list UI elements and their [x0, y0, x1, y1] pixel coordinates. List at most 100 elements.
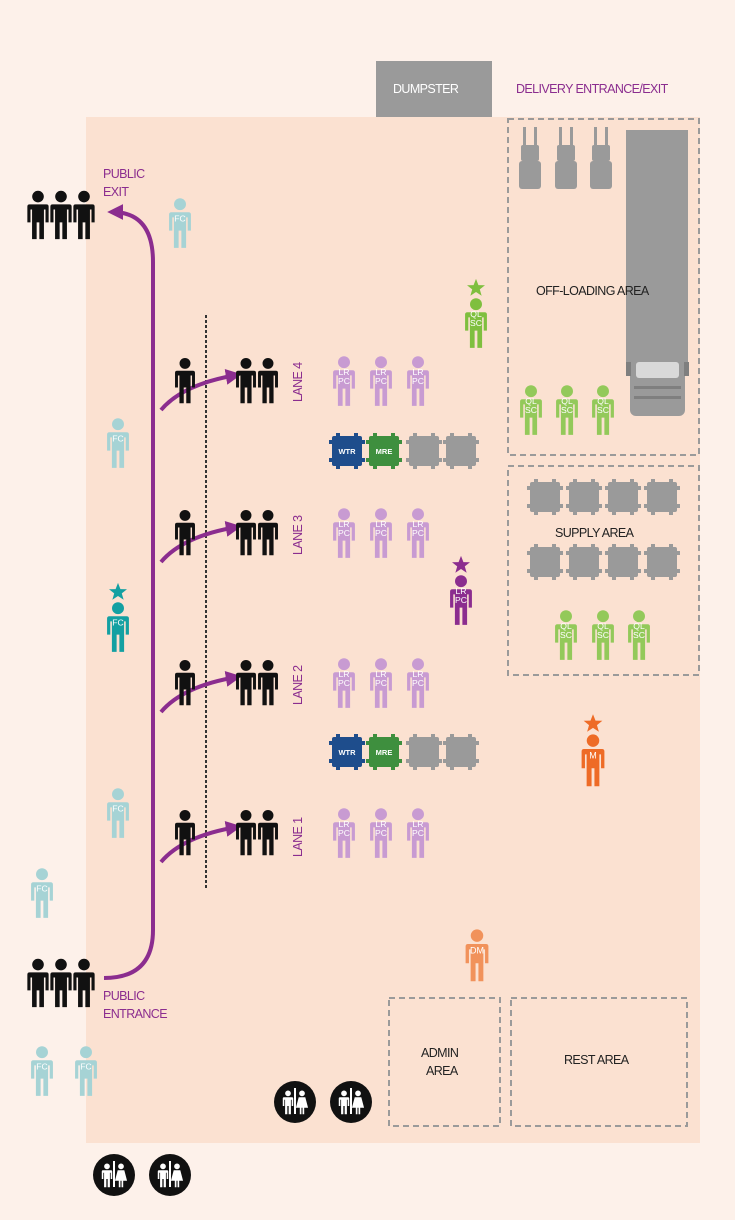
- svg-text:FC: FC: [112, 433, 123, 443]
- supply-crate: [644, 479, 680, 515]
- empty-crate: [443, 734, 479, 770]
- supply-area-label: SUPPLY AREA: [555, 526, 635, 540]
- dumpster: [376, 61, 492, 117]
- public-figure: [27, 190, 49, 240]
- supply-area: [507, 465, 700, 676]
- lane-label: LANE 2: [291, 665, 305, 705]
- public-figure: [50, 958, 72, 1008]
- delivery-truck: [626, 130, 689, 416]
- hand-trucks: [519, 127, 612, 189]
- food-crew-figure: FC: [107, 788, 129, 838]
- flow-arrow: [159, 520, 242, 564]
- public-figure: [27, 958, 49, 1008]
- svg-text:FC: FC: [112, 803, 123, 813]
- food-crew-figure: FC: [169, 198, 191, 248]
- flow-arrow: [159, 368, 242, 412]
- admin-area-label-1: ADMIN: [421, 1046, 459, 1060]
- flow-arrow: [159, 820, 242, 864]
- food-crew-figure: FC: [107, 418, 129, 468]
- public-figure: [50, 190, 72, 240]
- dumpster-label: DUMPSTER: [393, 82, 459, 96]
- food-crew-lead-figure: FC: [107, 582, 129, 652]
- rest-area-label: REST AREA: [564, 1053, 630, 1067]
- admin-area: [388, 997, 501, 1127]
- svg-text:M: M: [589, 751, 597, 761]
- empty-crate: [443, 433, 479, 469]
- off-loading-area-label: OFF-LOADING AREA: [536, 284, 650, 298]
- public-exit-label-1: PUBLIC: [103, 167, 145, 181]
- restroom-sign-icon: [330, 1081, 372, 1123]
- lane-label: LANE 3: [291, 515, 305, 555]
- food-crew-figure: FC: [75, 1046, 97, 1096]
- lane-label: LANE 4: [291, 362, 305, 402]
- public-entrance-label-1: PUBLIC: [103, 989, 145, 1003]
- svg-text:MRE: MRE: [376, 447, 393, 456]
- supply-crate: [527, 479, 563, 515]
- admin-area-label-2: AREA: [426, 1064, 459, 1078]
- svg-text:FC: FC: [112, 617, 123, 627]
- delivery-entrance-label: DELIVERY ENTRANCE/EXIT: [516, 82, 669, 96]
- svg-text:FC: FC: [80, 1061, 91, 1071]
- public-flow-path: [103, 204, 155, 980]
- mre-crate: MRE: [366, 433, 402, 469]
- public-entrance-label-2: ENTRANCE: [103, 1007, 167, 1021]
- svg-text:WTR: WTR: [338, 447, 356, 456]
- supply-crate: [566, 479, 602, 515]
- restroom-sign-icon: [93, 1154, 135, 1196]
- lane-label: LANE 1: [291, 817, 305, 857]
- supply-crate: [605, 479, 641, 515]
- svg-text:FC: FC: [36, 883, 47, 893]
- svg-text:FC: FC: [36, 1061, 47, 1071]
- water-crate: WTR: [329, 734, 365, 770]
- deputy-manager-figure: DM: [465, 929, 489, 982]
- restroom-sign-icon: [149, 1154, 191, 1196]
- food-crew-figure: FC: [31, 1046, 53, 1096]
- manager-figure: M: [581, 714, 605, 787]
- empty-crate: [406, 734, 442, 770]
- empty-crate: [406, 433, 442, 469]
- svg-text:MRE: MRE: [376, 748, 393, 757]
- flow-arrow: [159, 670, 242, 714]
- supply-crate: [566, 544, 602, 580]
- public-exit-label-2: EXIT: [103, 185, 129, 199]
- rest-area: [510, 997, 688, 1127]
- svg-text:DM: DM: [470, 946, 484, 956]
